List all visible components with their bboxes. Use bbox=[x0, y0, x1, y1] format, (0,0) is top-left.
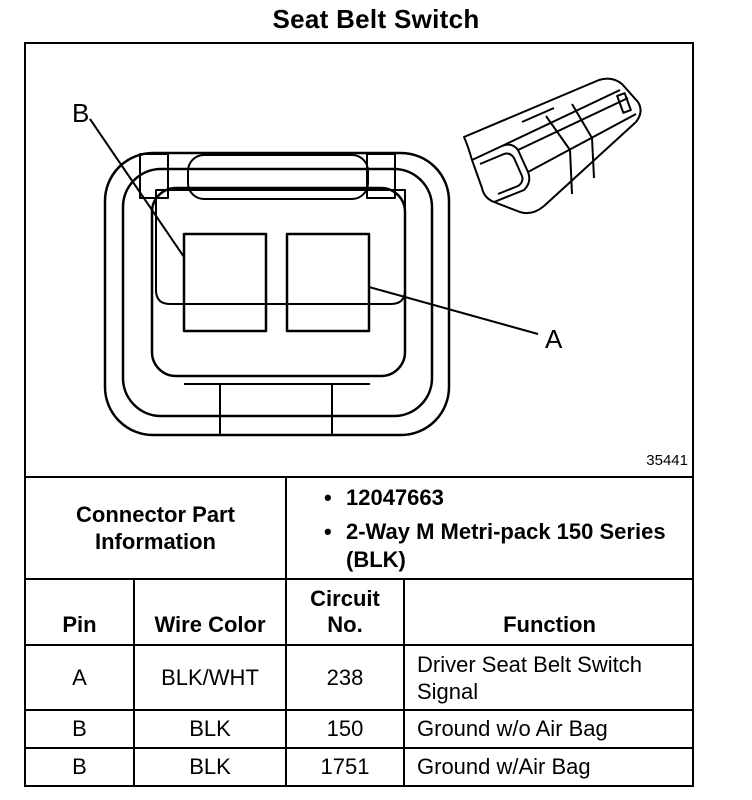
pin-a-terminal bbox=[285, 232, 371, 333]
figure-number: 35441 bbox=[646, 452, 688, 469]
divider bbox=[24, 476, 694, 478]
connector-key bbox=[219, 383, 333, 436]
row-1-function: Driver Seat Belt Switch Signal bbox=[417, 651, 642, 704]
header-pin: Pin bbox=[62, 612, 97, 637]
callout-b-label: B bbox=[72, 98, 89, 128]
main-frame bbox=[24, 42, 694, 787]
connector-inner-shell bbox=[121, 167, 434, 418]
pin-b-terminal bbox=[182, 232, 268, 333]
row-3-pin: B bbox=[72, 754, 87, 779]
divider bbox=[24, 578, 694, 580]
row-2-pin: B bbox=[72, 716, 87, 741]
divider bbox=[24, 747, 694, 749]
connector-info-label: Connector Part Information bbox=[76, 502, 235, 554]
divider bbox=[24, 644, 694, 646]
connector-diagram: B A bbox=[72, 77, 642, 437]
divider bbox=[133, 578, 135, 787]
header-wire-color: Wire Color bbox=[154, 612, 266, 637]
row-3-wire-color: BLK bbox=[189, 754, 231, 779]
connector-latch bbox=[187, 154, 369, 200]
divider bbox=[403, 578, 405, 787]
row-2-function: Ground w/o Air Bag bbox=[417, 716, 608, 741]
callout-a-label: A bbox=[545, 324, 563, 354]
row-3-function: Ground w/Air Bag bbox=[417, 754, 591, 779]
row-2-wire-color: BLK bbox=[189, 716, 231, 741]
row-1-wire-color: BLK/WHT bbox=[161, 664, 259, 690]
row-1-circuit: 238 bbox=[326, 664, 364, 690]
connector-cavity bbox=[150, 186, 407, 378]
header-circuit-no: Circuit No. bbox=[310, 586, 380, 637]
divider bbox=[24, 709, 694, 711]
connector-illustration bbox=[463, 77, 642, 215]
connector-part-number: 12047663 bbox=[322, 484, 682, 512]
page-title: Seat Belt Switch bbox=[272, 4, 480, 34]
row-2-circuit: 150 bbox=[326, 716, 364, 741]
connector-face bbox=[155, 189, 406, 305]
row-3-circuit: 1751 bbox=[320, 754, 370, 779]
connector-description: 2-Way M Metri-pack 150 Series (BLK) bbox=[322, 518, 682, 574]
divider bbox=[285, 476, 287, 787]
header-function: Function bbox=[503, 612, 596, 637]
connector-info-list: 12047663 2-Way M Metri-pack 150 Series (… bbox=[322, 484, 682, 574]
row-1-pin: A bbox=[72, 664, 87, 690]
